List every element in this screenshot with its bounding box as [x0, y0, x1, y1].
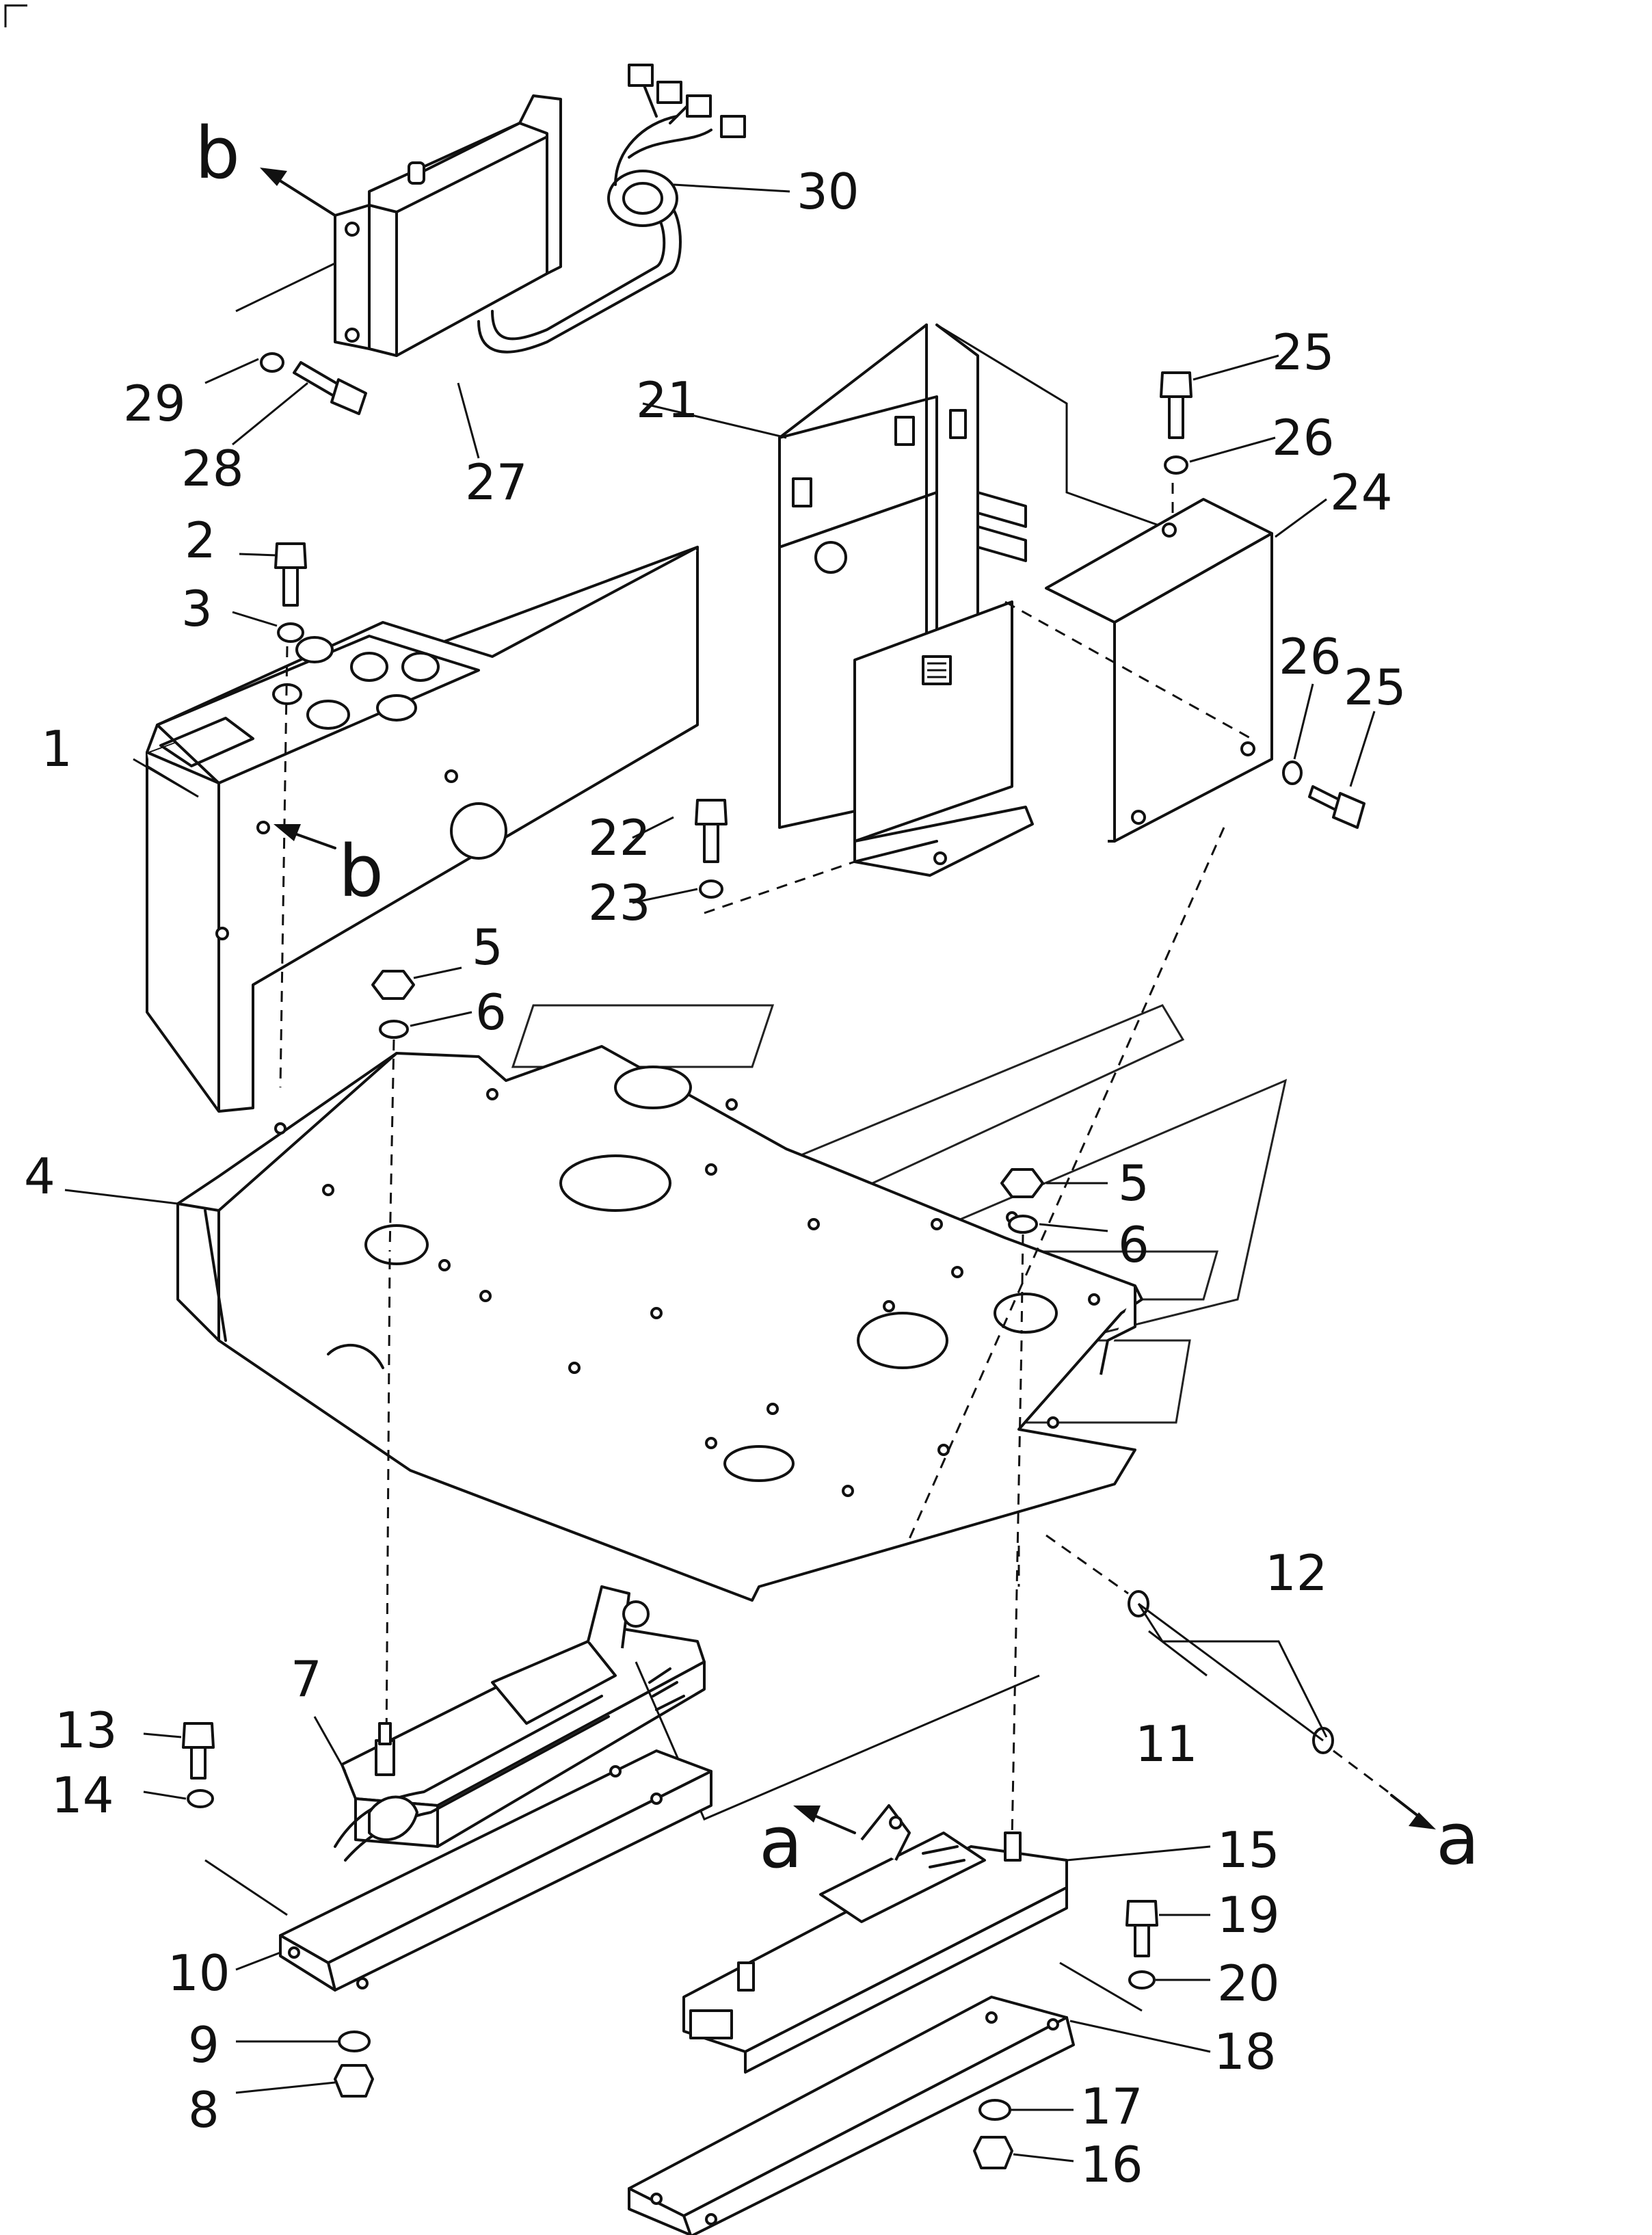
- plate-holes: [274, 1088, 1100, 1497]
- part-labels: 1 2 3 4 5 5 6 6 7 8 9 10 11 12 13 14 15 …: [24, 163, 1407, 2193]
- label-3: 3: [181, 580, 213, 637]
- label-10: 10: [168, 1944, 230, 2002]
- label-2: 2: [185, 512, 216, 569]
- label-6-right: 6: [1118, 1216, 1149, 1273]
- leader-lines: [64, 183, 1376, 2163]
- label-25-right: 25: [1344, 659, 1407, 716]
- bolt-22: [695, 799, 728, 863]
- label-5-left: 5: [472, 918, 503, 976]
- bolt-2: [274, 542, 307, 607]
- seat-rail-left-dashline: [385, 1258, 391, 1751]
- washer-29: [260, 352, 284, 373]
- bracket-21-outline: [936, 323, 1163, 528]
- label-20: 20: [1217, 1955, 1280, 2012]
- label-8: 8: [188, 2081, 219, 2139]
- seat-rail-right-dashline: [1011, 1340, 1023, 1840]
- cover-24-dashline: [1004, 600, 1252, 740]
- nut-5-right: [1000, 1168, 1044, 1198]
- nut-5-left: [371, 970, 415, 1000]
- nut-5-left-dashline: [388, 1039, 395, 1252]
- label-21: 21: [636, 371, 699, 429]
- label-18: 18: [1214, 2023, 1277, 2080]
- label-7: 7: [291, 1650, 322, 1708]
- label-14: 14: [51, 1767, 114, 1824]
- washer-14: [187, 1789, 214, 1808]
- controller-box-27: [334, 64, 746, 357]
- seat-slide-7: [334, 1585, 706, 1862]
- washer-9: [338, 2031, 371, 2052]
- label-23: 23: [588, 874, 651, 931]
- ref-a-right: a: [1436, 1797, 1480, 1881]
- nut-16: [973, 2136, 1013, 2169]
- bolt-13: [182, 1722, 215, 1780]
- corner-mark: [4, 4, 27, 27]
- label-26-top: 26: [1272, 409, 1335, 466]
- label-15: 15: [1217, 1821, 1280, 1879]
- label-27: 27: [465, 453, 528, 511]
- label-9: 9: [188, 2016, 219, 2074]
- label-4: 4: [24, 1148, 55, 1205]
- label-5-right: 5: [1118, 1154, 1149, 1212]
- washer-6-left: [379, 1020, 409, 1039]
- washer-20: [1128, 1970, 1156, 1989]
- ref-a-left: a: [759, 1801, 803, 1884]
- bolt-19: [1125, 1900, 1158, 1957]
- label-17: 17: [1080, 2078, 1143, 2135]
- ref-b-mid: b: [338, 830, 384, 913]
- label-11: 11: [1135, 1715, 1198, 1773]
- leader-13-line: [204, 1859, 288, 1916]
- bolt-25-right: [1308, 785, 1365, 829]
- label-24: 24: [1330, 464, 1393, 521]
- seat-slide-7-link-line: [635, 1661, 1040, 1821]
- bracket-21: [778, 323, 1034, 877]
- rail-18: [628, 1996, 1075, 2235]
- label-22: 22: [588, 809, 651, 867]
- pin-line-bottom: [1333, 1749, 1389, 1793]
- floor-plate-4: [176, 1045, 1143, 1602]
- leader-23-line: [704, 860, 855, 914]
- seat-slide-15: [682, 1804, 1068, 2074]
- nut-8: [334, 2064, 374, 2098]
- bolt-28: [293, 361, 367, 415]
- leader-b-line: [235, 262, 336, 313]
- pin-link-line: [1138, 1602, 1324, 1742]
- nut-5-right-dashline: [1020, 1234, 1024, 1334]
- washer-26-right: [1282, 761, 1303, 785]
- washer-3: [277, 622, 304, 643]
- label-6-left: 6: [475, 983, 507, 1041]
- label-25-top: 25: [1272, 323, 1335, 381]
- ref-b-top: b: [195, 111, 240, 195]
- label-26-right: 26: [1279, 628, 1342, 685]
- bolt-2-dashline: [279, 646, 289, 1088]
- washer-6-right: [1008, 1215, 1038, 1234]
- label-19: 19: [1217, 1886, 1280, 1944]
- washer-23: [699, 880, 723, 899]
- label-29: 29: [123, 375, 186, 432]
- label-12: 12: [1265, 1544, 1328, 1602]
- label-28: 28: [181, 440, 244, 497]
- pin-line-top: [1045, 1534, 1129, 1595]
- washer-17: [978, 2099, 1011, 2121]
- bolt-25-top: [1160, 371, 1193, 439]
- label-16: 16: [1080, 2136, 1143, 2193]
- rail-10: [279, 1749, 712, 1992]
- ref-letters: b b a a: [195, 111, 1480, 1884]
- leader-18-line: [1059, 1961, 1143, 2012]
- label-30: 30: [797, 163, 860, 220]
- ref-arrows: [260, 168, 1436, 1834]
- label-1: 1: [41, 720, 72, 778]
- cover-24: [1045, 498, 1273, 843]
- washer-26-top: [1164, 455, 1188, 475]
- label-13: 13: [55, 1702, 118, 1759]
